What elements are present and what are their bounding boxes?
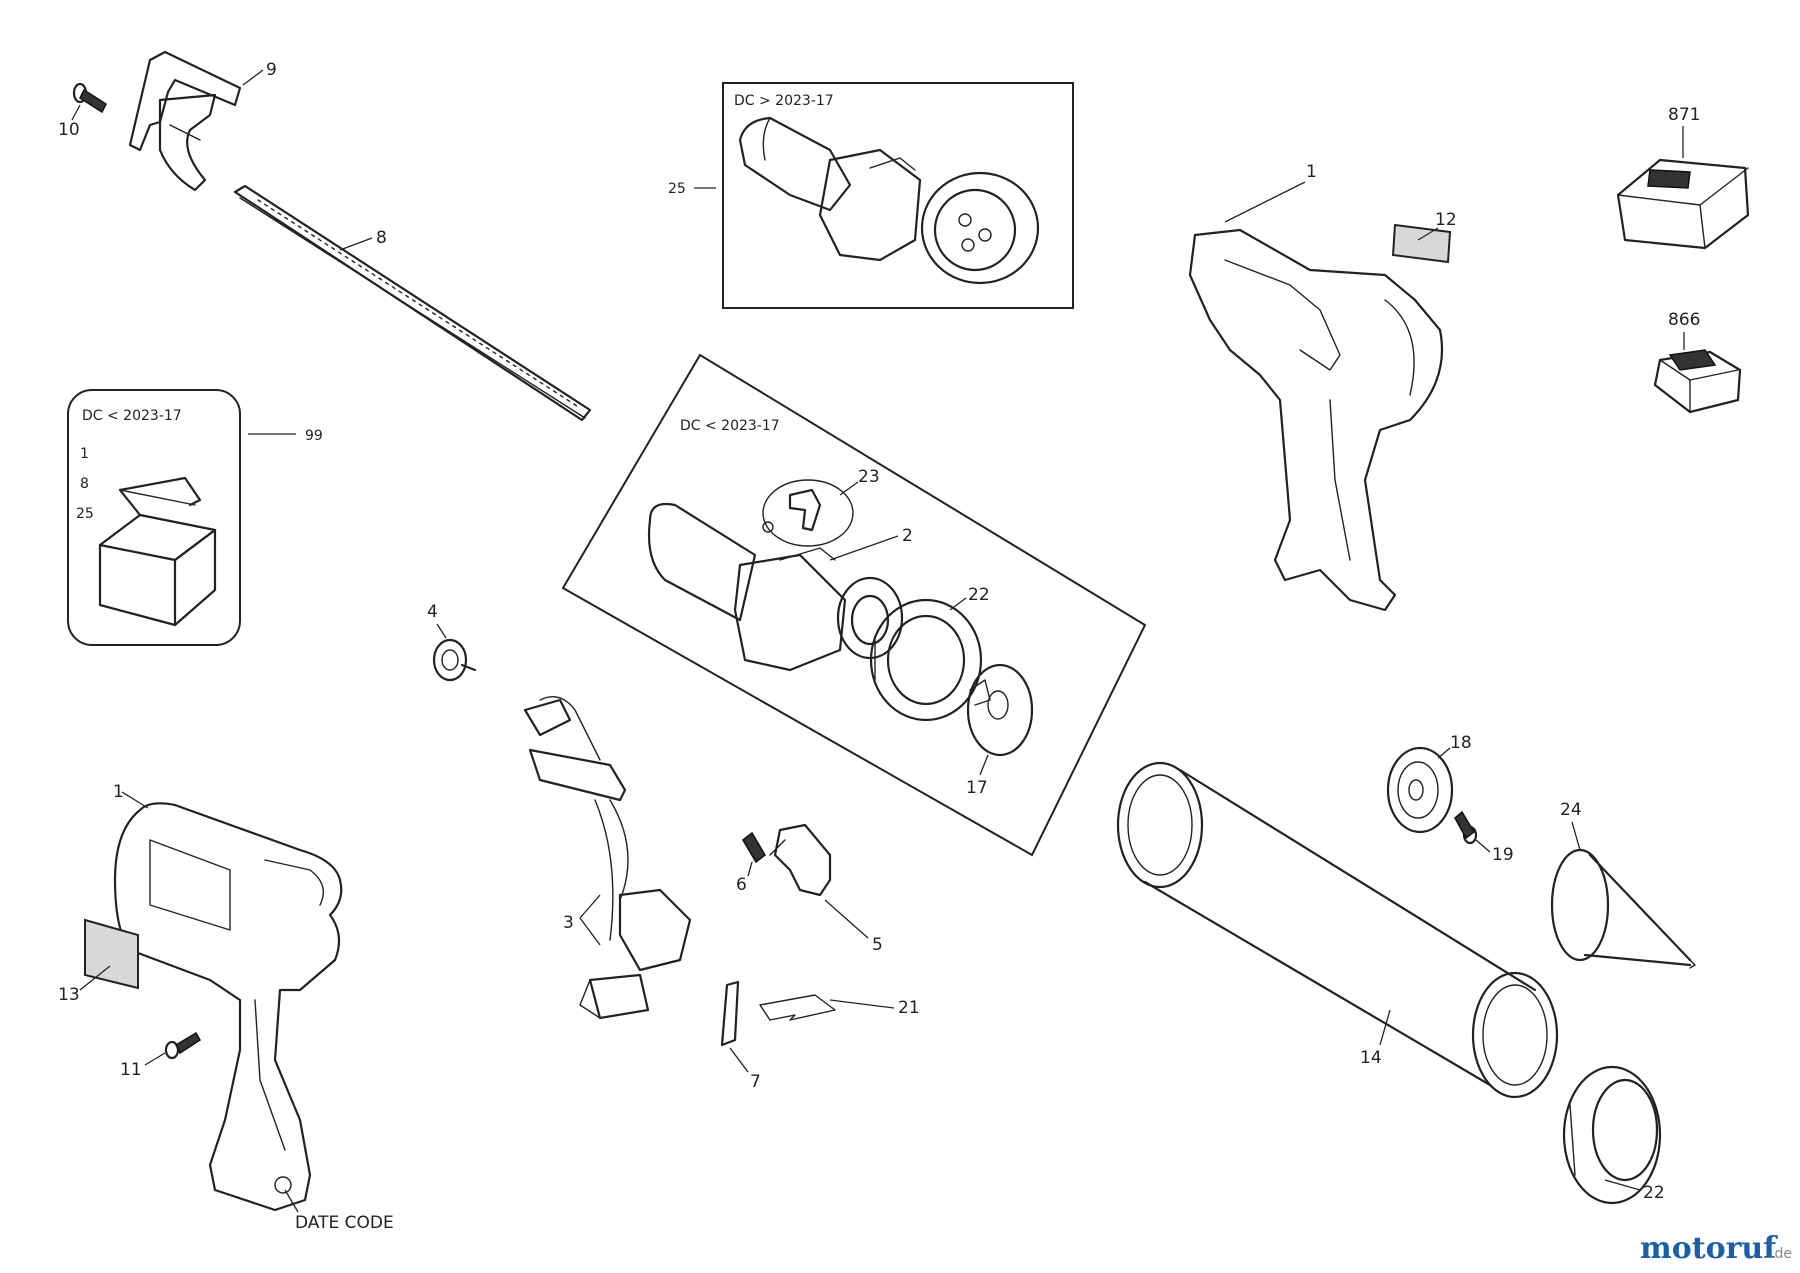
label-21: 21	[898, 998, 920, 1018]
kit-item-2: 8	[80, 476, 89, 492]
label-871: 871	[1668, 105, 1700, 125]
label-8: 8	[376, 228, 387, 248]
watermark-logo: motoruf	[1640, 1231, 1778, 1266]
part-13-label-sticker	[84, 918, 139, 990]
label-22-middle: 22	[968, 585, 990, 605]
label-5: 5	[872, 935, 883, 955]
label-11: 11	[120, 1060, 142, 1080]
label-12: 12	[1435, 210, 1457, 230]
label-866: 866	[1668, 310, 1700, 330]
part-24-nozzle	[1550, 848, 1696, 969]
label-17: 17	[966, 778, 988, 798]
label-9: 9	[266, 60, 277, 80]
part-3-switch-wiring	[523, 696, 692, 1020]
date-code-label: DATE CODE	[295, 1213, 394, 1233]
part-21-plate	[759, 994, 836, 1021]
label-25: 25	[668, 181, 686, 197]
part-871-charger	[1616, 158, 1750, 250]
label-18: 18	[1450, 733, 1472, 753]
label-22-bottom: 22	[1643, 1183, 1665, 1203]
part-5-trigger	[769, 823, 832, 897]
label-6: 6	[736, 875, 747, 895]
part-1-housing-top	[1188, 228, 1444, 612]
part-8-rack-rod	[233, 184, 592, 422]
part-4-gear	[432, 638, 477, 682]
part-12-label-sticker	[1391, 223, 1452, 264]
label-10: 10	[58, 120, 80, 140]
part-2-motor-gearbox	[647, 502, 904, 672]
part-1-housing-bottom	[113, 802, 343, 1212]
part-23-trigger-lever	[762, 479, 854, 547]
label-13: 13	[58, 985, 80, 1005]
part-22-ring-nut-bottom	[1562, 1065, 1662, 1205]
label-99: 99	[305, 428, 323, 444]
box-motor-new-title: DC > 2023-17	[734, 93, 834, 109]
part-25-motor-assembly-new	[738, 116, 1040, 285]
part-22-ring-nut-middle	[869, 598, 983, 722]
watermark-suffix: .de	[1770, 1246, 1792, 1262]
label-19: 19	[1492, 845, 1514, 865]
kit-item-3: 25	[76, 506, 94, 522]
box-motor-new	[722, 82, 1074, 309]
label-1-top: 1	[1306, 162, 1317, 182]
part-6-spring	[742, 831, 766, 864]
part-11-screw	[164, 1031, 202, 1060]
box-kit	[67, 389, 241, 646]
part-7-clip	[720, 980, 740, 1047]
label-2: 2	[902, 526, 913, 546]
label-14: 14	[1360, 1048, 1382, 1068]
box-motor-old-title: DC < 2023-17	[680, 418, 780, 434]
kit-item-1: 1	[80, 446, 89, 462]
label-4: 4	[427, 602, 438, 622]
part-17-plunger-disc	[966, 663, 1034, 757]
part-14-cartridge-tube	[1116, 761, 1559, 1099]
label-1-bottom: 1	[113, 782, 124, 802]
part-19-screw	[1454, 810, 1478, 845]
label-24: 24	[1560, 800, 1582, 820]
label-23: 23	[858, 467, 880, 487]
part-18-piston	[1386, 746, 1454, 834]
box-icon	[98, 476, 217, 627]
part-9-hook	[128, 50, 242, 192]
label-7: 7	[750, 1072, 761, 1092]
label-3: 3	[563, 913, 574, 933]
part-10-screw	[72, 82, 107, 114]
part-866-battery	[1653, 349, 1742, 414]
box-motor-old	[561, 353, 1147, 857]
box-kit-title: DC < 2023-17	[82, 408, 182, 424]
